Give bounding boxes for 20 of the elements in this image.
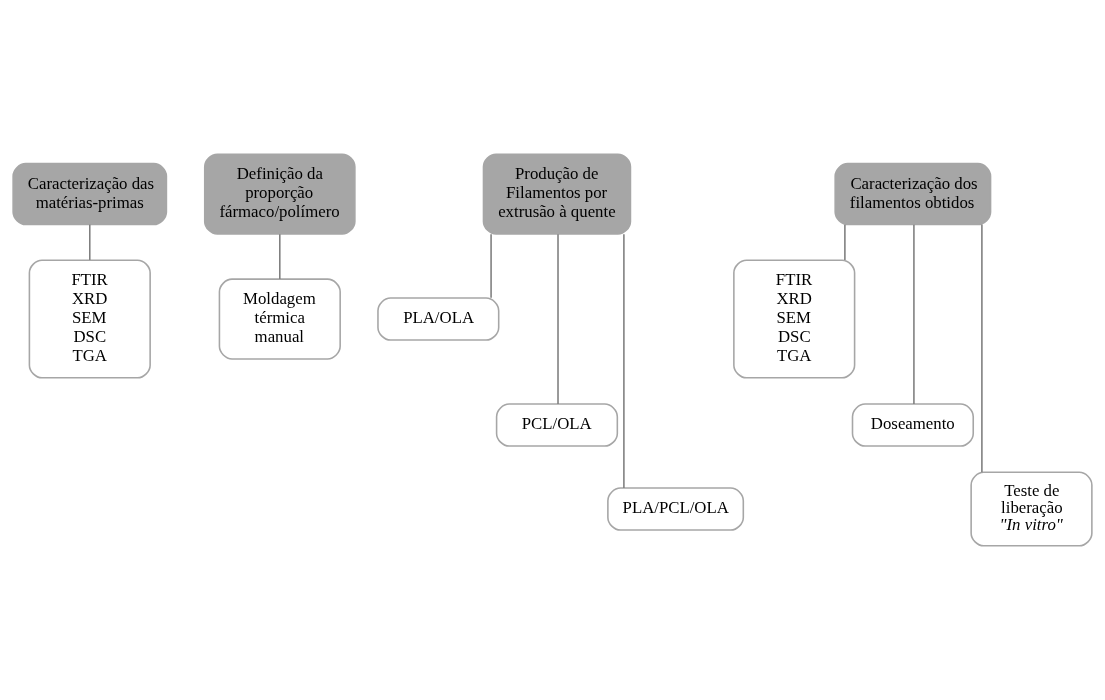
node-box: Produção de Filamentos por extrusão à quente	[482, 153, 632, 235]
connector	[279, 233, 281, 280]
node-box: PCL/OLA	[495, 403, 619, 447]
node-box: Caracterização das matérias-primas	[12, 162, 168, 226]
node-box: PLA/OLA	[377, 297, 500, 341]
node-box: Doseamento	[851, 403, 974, 447]
node-box: Definição da proporção fármaco/polímero	[203, 153, 356, 235]
connector	[981, 223, 983, 474]
connector	[557, 233, 559, 405]
node-box: PLA/PCL/OLA	[607, 487, 745, 531]
connector	[844, 223, 846, 261]
connector	[623, 233, 625, 489]
connector	[913, 223, 915, 405]
node-box: Moldagem térmica manual	[218, 278, 341, 360]
node-box: Caracterização dos filamentos obtidos	[834, 162, 992, 226]
connector	[89, 223, 91, 261]
connector	[490, 233, 492, 299]
node-box: FTIR XRD SEM DSC TGA	[28, 259, 151, 379]
node-box: Teste de liberação "In vitro"	[970, 471, 1093, 547]
node-box: FTIR XRD SEM DSC TGA	[733, 259, 856, 379]
